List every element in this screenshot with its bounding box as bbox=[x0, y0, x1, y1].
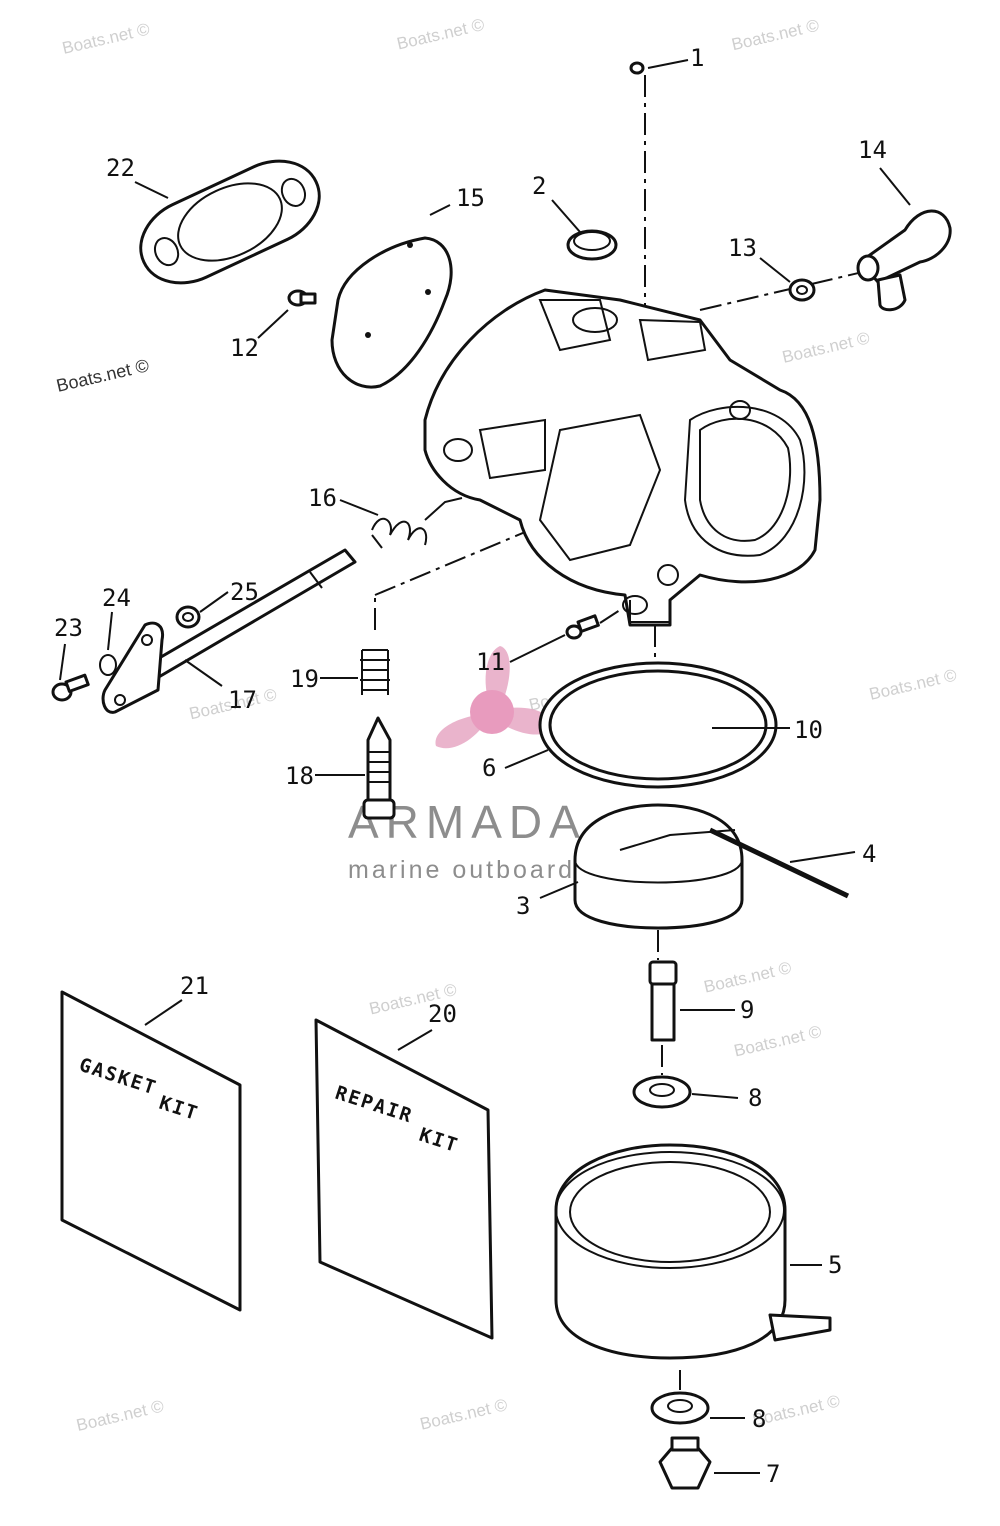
part-24-lever bbox=[99, 621, 165, 714]
callout-13: 13 bbox=[728, 234, 757, 262]
callout-19: 19 bbox=[290, 665, 319, 693]
part-22-flange-gasket bbox=[139, 159, 321, 285]
watermark: Boats.net © bbox=[395, 15, 487, 54]
part-13-washer bbox=[788, 278, 816, 302]
callout-14: 14 bbox=[858, 136, 887, 164]
callout-22: 22 bbox=[106, 154, 135, 182]
part-18-needle-valve bbox=[362, 716, 396, 820]
callout-16: 16 bbox=[308, 484, 337, 512]
part-23-screw bbox=[51, 673, 90, 702]
part-15-cover-plate bbox=[330, 236, 453, 389]
part-3-float bbox=[573, 803, 744, 930]
callout-11: 11 bbox=[476, 648, 505, 676]
assembly-axis bbox=[734, 841, 761, 856]
callout-17: 17 bbox=[228, 686, 257, 714]
part-16-spring bbox=[371, 497, 463, 549]
part-9-main-jet bbox=[648, 960, 678, 1042]
watermark: Boats.net © bbox=[780, 328, 872, 367]
part-12-screw bbox=[287, 289, 317, 307]
carburetor-body bbox=[423, 288, 822, 627]
part-2-welch-plug bbox=[566, 229, 618, 261]
callout-7: 7 bbox=[766, 1460, 780, 1488]
part-8-gasket-upper bbox=[632, 1075, 692, 1109]
callout-9: 9 bbox=[740, 996, 754, 1024]
part-17-throttle-shaft bbox=[128, 548, 357, 690]
watermark: Boats.net © bbox=[702, 958, 794, 997]
watermark: Boats.net © bbox=[54, 355, 150, 396]
part-20-repair-kit: REPAIR KIT bbox=[314, 1018, 494, 1340]
propeller-icon bbox=[435, 646, 554, 749]
callout-3: 3 bbox=[516, 892, 530, 920]
part-5-float-bowl bbox=[554, 1143, 832, 1360]
assembly-axis bbox=[599, 609, 621, 624]
part-14-fuel-fitting bbox=[856, 209, 952, 312]
watermark: Boats.net © bbox=[75, 1396, 167, 1435]
callout-20: 20 bbox=[428, 1000, 457, 1028]
callout-21: 21 bbox=[180, 972, 209, 1000]
part-11-screw bbox=[565, 614, 600, 640]
callout-8b: 8 bbox=[752, 1405, 766, 1433]
part-8-gasket-lower bbox=[650, 1391, 710, 1425]
part-6-bowl-gasket bbox=[538, 661, 778, 789]
watermark: Boats.net © bbox=[418, 1395, 510, 1434]
callout-25: 25 bbox=[230, 578, 259, 606]
part-21-gasket-kit: GASKET KIT bbox=[60, 990, 242, 1312]
callout-23: 23 bbox=[54, 614, 83, 642]
brand-tagline: marine outboards bbox=[348, 856, 591, 884]
callout-12: 12 bbox=[230, 334, 259, 362]
callout-1: 1 bbox=[690, 44, 704, 72]
part-4-float-pin bbox=[708, 827, 850, 899]
part-1-ball bbox=[629, 61, 645, 75]
callout-4: 4 bbox=[862, 840, 876, 868]
callout-2: 2 bbox=[532, 172, 546, 200]
callout-8a: 8 bbox=[748, 1084, 762, 1112]
callout-labels: 1 2 3 4 5 6 7 8 8 9 10 11 12 13 14 15 16… bbox=[54, 44, 887, 1488]
watermark: Boats.net © bbox=[732, 1022, 824, 1061]
watermark: Boats.net © bbox=[730, 16, 822, 55]
watermark: Boats.net © bbox=[60, 19, 152, 58]
callout-5: 5 bbox=[828, 1251, 842, 1279]
leader-lines bbox=[59, 59, 911, 1474]
callout-18: 18 bbox=[285, 762, 314, 790]
assembly-axis bbox=[374, 529, 531, 596]
part-25-nut bbox=[175, 605, 201, 629]
part-19-spring bbox=[360, 649, 390, 695]
callout-6: 6 bbox=[482, 754, 496, 782]
watermark: Boats.net © bbox=[867, 665, 959, 704]
callout-24: 24 bbox=[102, 584, 131, 612]
callout-10: 10 bbox=[794, 716, 823, 744]
callout-15: 15 bbox=[456, 184, 485, 212]
part-7-drain-plug bbox=[658, 1436, 712, 1490]
